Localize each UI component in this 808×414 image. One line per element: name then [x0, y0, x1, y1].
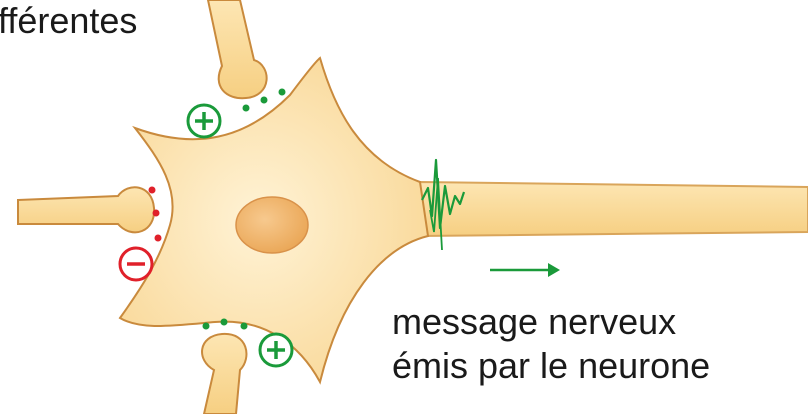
- plus-circle-icon: [188, 105, 220, 137]
- axon: [420, 182, 808, 236]
- nucleus: [236, 197, 308, 253]
- afferent-fiber-left: [18, 187, 154, 232]
- message-label-line2: émis par le neurone: [392, 346, 710, 386]
- afferent-label-partial: fférentes: [0, 2, 137, 40]
- arrow-right-icon: [490, 263, 560, 277]
- message-label-line1: message nerveux: [392, 302, 676, 342]
- plus-circle-icon: [260, 334, 292, 366]
- minus-circle-icon: [120, 248, 152, 280]
- afferent-fiber-top: [208, 0, 267, 98]
- afferent-fiber-bottom: [202, 334, 246, 414]
